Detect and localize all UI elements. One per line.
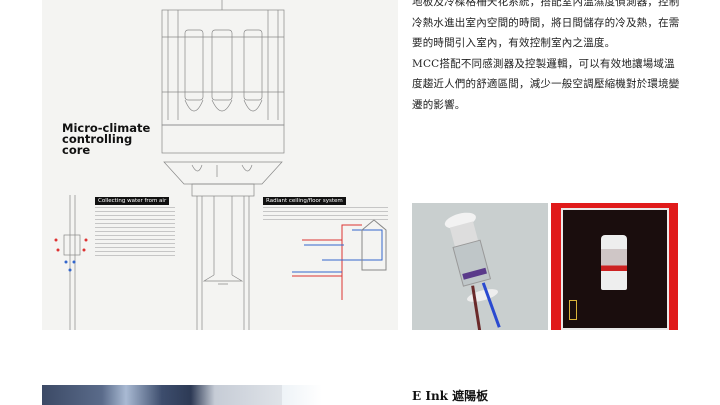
article-text: 地板及冷樑格柵天花系統，搭配室內溫濕度偵測器，控制冷熱水進出室內空間的時間，將日… (412, 0, 682, 115)
diagram-title: Micro-climate controlling core (62, 121, 151, 157)
box-heading-collecting-water: Collecting water from air (95, 197, 170, 205)
article-paragraph: MCC搭配不同感測器及控製邏輯，可以有效地讓場域溫度趨近人們的舒適區間，減少一般… (412, 57, 680, 111)
core-drawing (54, 0, 387, 330)
photo-core-model (412, 203, 548, 333)
box-body-text (263, 207, 388, 221)
article-paragraph: 地板及冷樑格柵天花系統，搭配室內溫濕度偵測器，控制冷熱水進出室內空間的時間，將日… (412, 0, 680, 49)
box-body-text (95, 207, 175, 257)
photo-eink-shading (42, 385, 282, 405)
section-title: E Ink 遮陽板 (412, 389, 489, 403)
photo-exhibit-poster (551, 203, 678, 330)
diagram-panel: Micro-climate controlling core Collectin… (42, 0, 398, 330)
photo-edge (282, 385, 322, 405)
box-heading-radiant-system: Radiant ceiling/floor system (263, 197, 346, 205)
